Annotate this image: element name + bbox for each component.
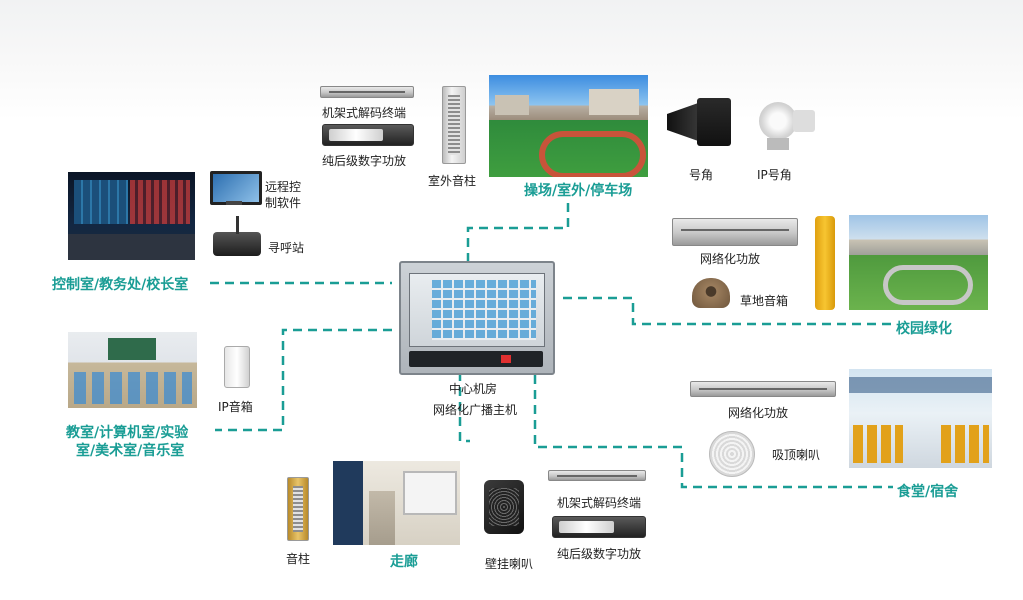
remote-software-label-2: 制软件 <box>265 196 302 210</box>
garden-pole-icon <box>815 216 835 310</box>
ip-horn-icon <box>753 92 817 152</box>
monitor-stand <box>226 201 242 205</box>
column-speaker-label: 音柱 <box>286 552 311 566</box>
rack-decoder-top <box>320 86 414 98</box>
zone-classroom-line1: 教室/计算机室/实验 <box>66 425 189 441</box>
control-room-photo <box>68 172 195 260</box>
ip-speaker-icon <box>224 346 250 388</box>
pure-amp-bottom-label: 纯后级数字功放 <box>557 547 642 561</box>
remote-software-label: 远程控 <box>265 180 302 194</box>
zone-playground: 操场/室外/停车场 <box>524 183 633 199</box>
central-broadcast-host <box>399 261 555 375</box>
outdoor-column-speaker <box>442 86 466 164</box>
lawn-speaker-label: 草地音箱 <box>740 294 789 308</box>
line-playground <box>466 200 570 262</box>
paging-station-icon <box>213 232 261 256</box>
corridor-photo <box>333 461 460 545</box>
ceiling-speaker-label: 吸顶喇叭 <box>772 448 821 462</box>
outdoor-column-label: 室外音柱 <box>428 174 477 188</box>
rack-decoder-top-label: 机架式解码终端 <box>322 106 407 120</box>
ceiling-speaker-icon <box>709 431 755 477</box>
network-amp-canteen <box>690 381 836 397</box>
line-canteen <box>533 375 893 489</box>
column-speaker <box>287 477 309 541</box>
line-classroom <box>215 328 392 432</box>
pure-amp-top <box>322 124 414 146</box>
horn-label: 号角 <box>689 168 714 182</box>
rack-decoder-bottom <box>548 470 646 481</box>
canteen-photo <box>849 369 992 468</box>
center-line2: 网络化广播主机 <box>433 403 518 417</box>
microphone-icon <box>236 216 239 234</box>
zone-canteen: 食堂/宿舍 <box>897 484 959 500</box>
playground-photo <box>489 75 648 177</box>
line-garden <box>563 296 893 326</box>
rack-decoder-bottom-label: 机架式解码终端 <box>557 496 642 510</box>
center-line1: 中心机房 <box>449 382 498 396</box>
network-amp-canteen-label: 网络化功放 <box>728 406 789 420</box>
horn-icon <box>667 98 731 148</box>
line-corridor <box>458 372 470 443</box>
wall-speaker-label: 壁挂喇叭 <box>485 557 534 571</box>
zone-garden: 校园绿化 <box>896 321 952 337</box>
lawn-speaker-icon <box>692 278 730 308</box>
zone-classroom-line2: 室/美术室/音乐室 <box>76 443 185 459</box>
pure-amp-bottom <box>552 516 646 538</box>
network-amp-garden <box>672 218 798 246</box>
paging-station-label: 寻呼站 <box>268 241 305 255</box>
zone-corridor: 走廊 <box>390 554 418 570</box>
network-amp-garden-label: 网络化功放 <box>700 252 761 266</box>
classroom-photo <box>68 332 197 408</box>
wall-speaker-icon <box>484 480 524 534</box>
monitor-icon <box>210 171 262 205</box>
pure-amp-top-label: 纯后级数字功放 <box>322 154 407 168</box>
zone-control-room: 控制室/教务处/校长室 <box>52 277 189 293</box>
ip-speaker-label: IP音箱 <box>218 400 253 414</box>
garden-photo <box>849 215 988 310</box>
ip-horn-label: IP号角 <box>757 168 792 182</box>
